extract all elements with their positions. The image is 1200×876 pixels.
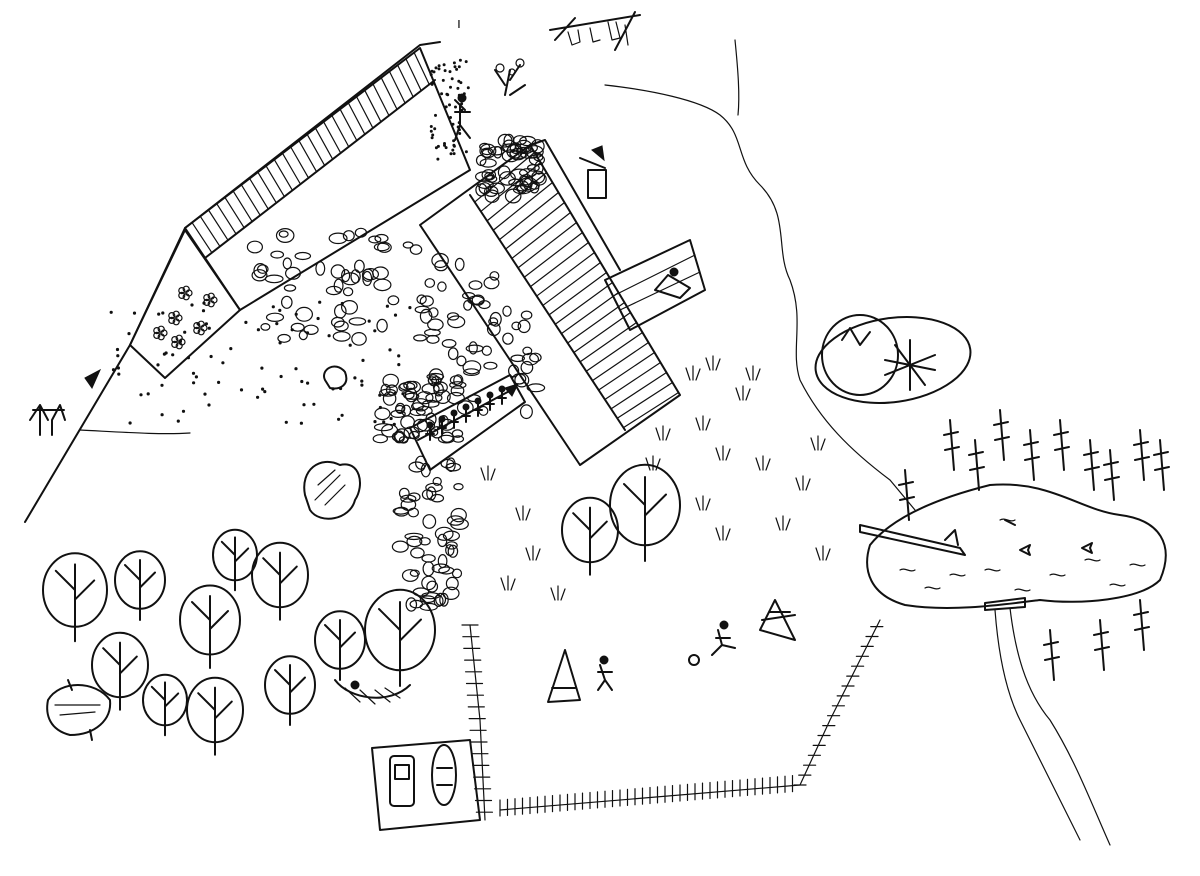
terrace-dining: [409, 374, 526, 471]
reeds: [898, 409, 1170, 681]
barn-roof-upper: [184, 47, 471, 311]
person-yard: [454, 93, 471, 141]
parking-lot: [371, 739, 481, 831]
clothesline: [549, 11, 641, 51]
orchard-trees: [42, 463, 681, 756]
tub-planter: [46, 679, 112, 741]
corner-mark: ı: [457, 16, 461, 32]
people-left: [29, 368, 102, 436]
plant-top: [494, 58, 526, 96]
fire-pit: [814, 314, 972, 404]
grass-tufts: [480, 355, 831, 601]
pond: [859, 483, 1167, 611]
courtyard-cobbles: [246, 133, 547, 612]
stream: [604, 39, 916, 511]
axe-stump: [579, 145, 607, 199]
fence: [461, 619, 884, 821]
pond-path: [994, 607, 1111, 846]
garden-dots: [109, 58, 470, 426]
shrub: [303, 365, 361, 520]
deck-lounger: [604, 239, 706, 331]
barn-roof-wing: [419, 139, 681, 466]
play-area: [547, 599, 796, 703]
plot-boundary-left: [24, 41, 441, 523]
flower-bed: [129, 229, 241, 379]
hammock: [334, 679, 411, 705]
